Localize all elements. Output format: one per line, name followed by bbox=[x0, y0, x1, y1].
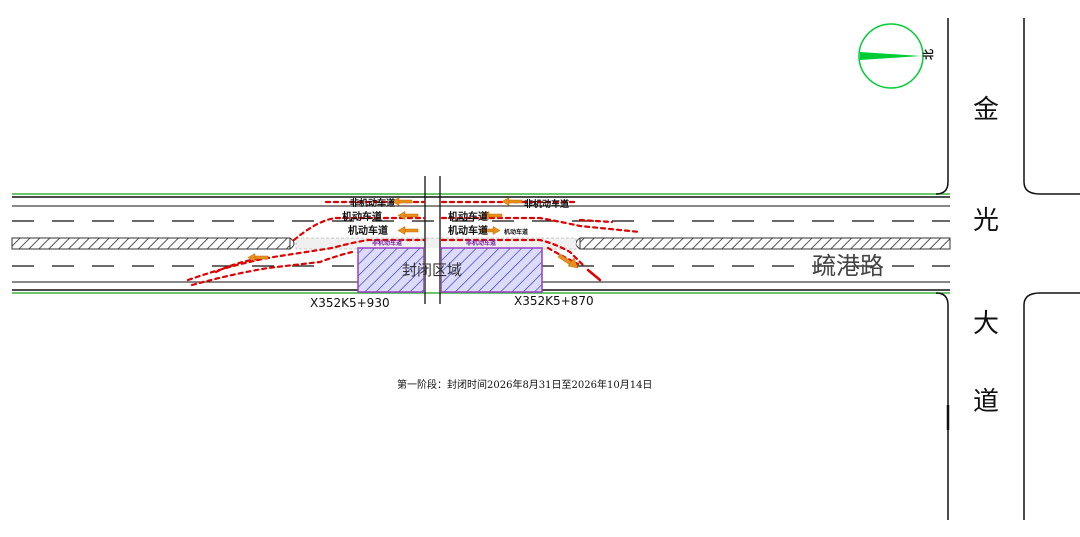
compass: 北 bbox=[858, 23, 935, 89]
stake-label-right: X352K5+870 bbox=[514, 294, 594, 308]
cross-road-left-bottom-curb bbox=[935, 292, 949, 520]
phase-note: 第一阶段：封闭时间2026年8月31日至2026年10月14日 bbox=[397, 378, 652, 391]
detour-right-merge bbox=[440, 238, 586, 268]
detour-upper-lane bbox=[292, 216, 426, 242]
median-right bbox=[579, 237, 951, 250]
lane-label-motor2-left: 机动车道 bbox=[348, 224, 388, 237]
compass-circle bbox=[858, 23, 924, 89]
median-right-nose bbox=[575, 237, 581, 250]
arrow-left-icon bbox=[391, 197, 413, 206]
arrow-left-icon bbox=[481, 211, 503, 220]
lane-label-motor2-right: 机动车道 bbox=[448, 224, 488, 237]
arrow-right-icon bbox=[479, 226, 501, 235]
detour-south-lane-2 bbox=[190, 250, 354, 287]
arrow-left-icon bbox=[397, 211, 419, 220]
lane-label-median-left: 非机动车道 bbox=[372, 239, 402, 247]
arrow-left-icon bbox=[501, 197, 523, 206]
cross-road-right-bottom-curb bbox=[1023, 292, 1080, 520]
lane-label-median-right: 非机动车道 bbox=[466, 239, 496, 247]
closure-label: 封闭区域 bbox=[402, 261, 462, 279]
lane-label-nonmotor-right: 非机动车道 bbox=[524, 198, 569, 210]
lane-label-motor1-right: 机动车道 bbox=[448, 210, 488, 223]
lane-label-nonmotor-left: 非机动车道 bbox=[350, 197, 395, 209]
traffic-arrows bbox=[247, 197, 579, 269]
detour-right-stub bbox=[586, 268, 602, 282]
north-label: 北 bbox=[921, 49, 935, 60]
cross-road-right-top-curb bbox=[1023, 18, 1080, 195]
closure-zone-right bbox=[440, 247, 543, 293]
main-road-name: 疏港路 bbox=[812, 252, 884, 280]
arrow-left-icon bbox=[247, 253, 269, 262]
lane-labels: 非机动车道 非机动车道 机动车道 机动车道 机动车道 机动车道 机动车道 非机动… bbox=[342, 197, 569, 247]
cross-road-char-1: 金 bbox=[973, 95, 999, 125]
arrow-diagonal-icon bbox=[557, 253, 579, 269]
median-left-nose bbox=[289, 237, 295, 250]
detour-upper-right-ext bbox=[578, 218, 614, 224]
north-arrow-icon bbox=[860, 52, 921, 60]
detour-routes bbox=[186, 200, 642, 287]
arrow-left-icon bbox=[397, 226, 419, 235]
cross-road-char-2: 光 bbox=[973, 206, 999, 236]
detour-upper-lane-right bbox=[440, 216, 642, 234]
cross-road-char-4: 道 bbox=[973, 387, 999, 417]
closure-zone: 封闭区域 bbox=[357, 247, 543, 293]
cross-road-char-3: 大 bbox=[973, 309, 999, 339]
lane-label-motor1-left: 机动车道 bbox=[342, 210, 382, 223]
stake-label-left: X352K5+930 bbox=[310, 296, 390, 310]
median-left bbox=[11, 237, 291, 250]
cross-road-left-top-curb bbox=[935, 18, 949, 195]
cross-road bbox=[935, 18, 1080, 520]
lane-label-motor2-right-small: 机动车道 bbox=[504, 228, 528, 236]
